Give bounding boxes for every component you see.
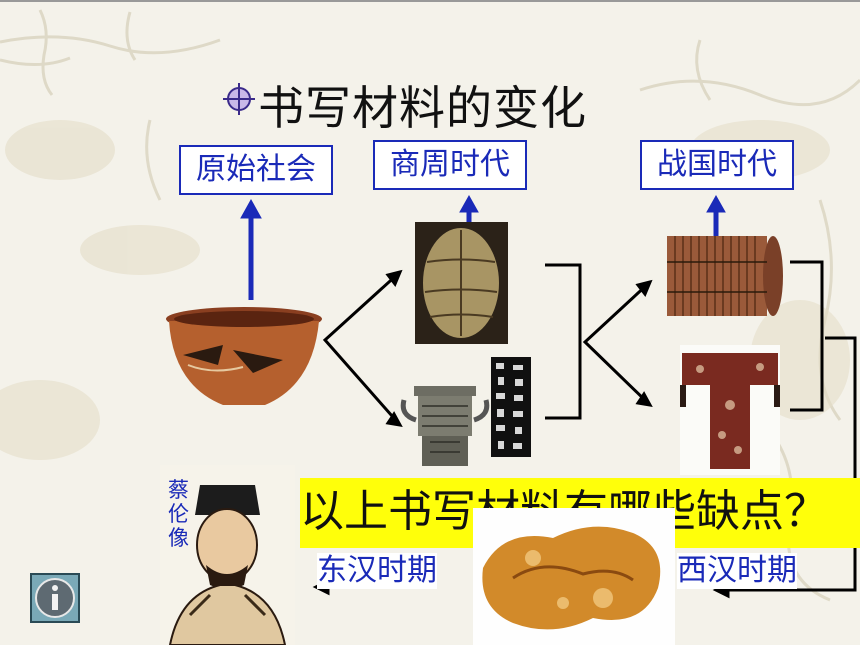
- period-label-western-han: 西汉时期: [677, 553, 797, 589]
- era-label-primitive: 原始社会: [179, 145, 333, 195]
- painted-pottery-image: [166, 307, 322, 405]
- slide-title: 书写材料的变化: [258, 81, 587, 135]
- cai-lun-portrait-image: [160, 465, 295, 645]
- bronze-vessel-image: [400, 386, 490, 466]
- era-label-warring-states: 战国时代: [640, 140, 794, 190]
- info-icon: [35, 578, 75, 618]
- crosshair-bullet-icon: [223, 83, 255, 115]
- bronze-inscription-rubbing-image: [491, 357, 531, 457]
- bamboo-slips-image: [667, 236, 783, 316]
- silk-garment-image: [680, 345, 780, 475]
- early-paper-fragment-image: [473, 508, 675, 645]
- portrait-caption: 蔡伦像: [168, 478, 189, 550]
- oracle-bone-shell-image: [415, 222, 508, 344]
- period-label-eastern-han: 东汉时期: [317, 553, 437, 589]
- era-label-shang-zhou: 商周时代: [373, 140, 527, 190]
- info-button[interactable]: [30, 573, 80, 623]
